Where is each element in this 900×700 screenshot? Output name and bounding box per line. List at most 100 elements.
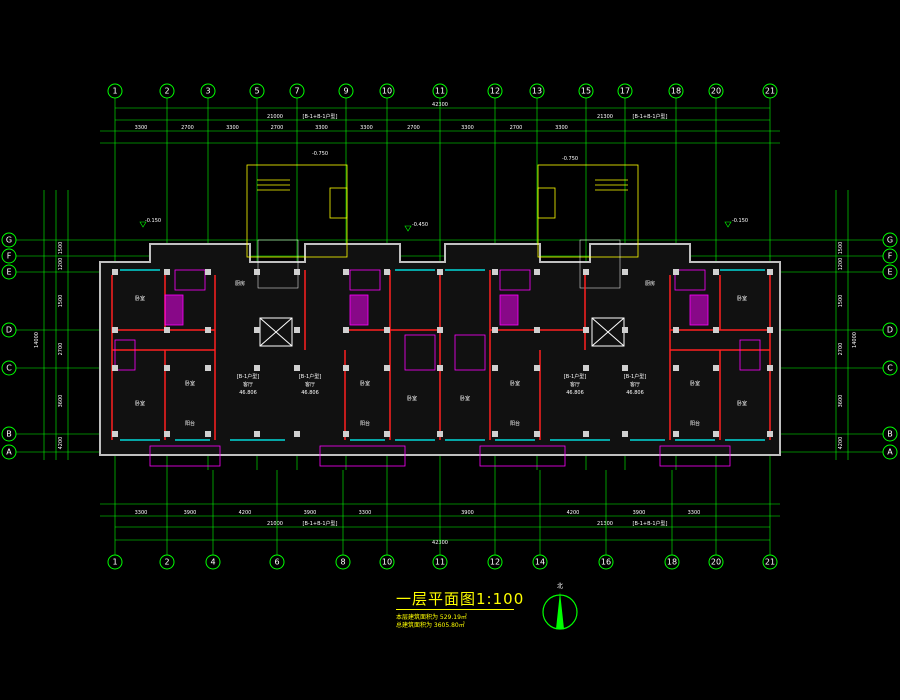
room-label-bed: 卧室 [737,400,747,407]
column [673,327,679,333]
room-label-kitchen: 厨房 [235,280,245,287]
column [294,269,300,275]
column [713,327,719,333]
axis-bubble-top-3-label: 3 [205,87,210,96]
stair-flights [257,239,621,289]
room-label-living: 客厅 [305,381,315,388]
column [343,431,349,437]
room-label-living: 客厅 [243,381,253,388]
column [583,431,589,437]
axis-bubble-top-2-circle [159,83,175,99]
column [164,269,170,275]
column [112,365,118,371]
axis-bubble-bottom-11-circle [432,554,448,570]
column [622,269,628,275]
axis-bubble-top-13-label: 13 [532,87,542,96]
axis-bubble-bottom-4-circle [205,554,221,570]
dimension-label: 3300 [135,125,148,131]
interior-walls [111,270,771,440]
column [205,269,211,275]
drawing-title: 一层平面图 [396,590,477,608]
room-label-living: 客厅 [570,381,580,388]
unit-area: 46.806 [301,390,319,396]
axis-bubble-bottom-21-label: 21 [765,558,775,567]
dimension-label: 4200 [239,510,252,516]
dimension-label: 3300 [688,510,701,516]
unit-label-bottom-left: [B-1+B-1户型] [303,520,338,527]
column [767,365,773,371]
side-dimension-label: 1200 [58,258,64,271]
room-label-bed: 卧室 [737,295,747,302]
column [294,365,300,371]
column [622,365,628,371]
axis-bubble-bottom-6-circle [269,554,285,570]
axis-bubble-left-E-circle [1,264,17,280]
room-label-bed: 卧室 [690,380,700,387]
axis-bubble-top-17-label: 17 [620,87,630,96]
axis-bubble-top-21-label: 21 [765,87,775,96]
room-labels: 卧室 卧室 卧室 厨房 [B-1户型] 客厅 46.806 [B-1户型] 客厅… [135,280,747,427]
column [492,269,498,275]
column [437,365,443,371]
axis-bubble-left-D-circle [1,322,17,338]
unit-area: 46.806 [239,390,257,396]
axis-bubble-right-C-label: C [887,364,893,373]
column [583,365,589,371]
room-label-bed: 卧室 [360,380,370,387]
structural-columns [112,269,773,437]
side-dimension-label: 2700 [58,343,64,356]
column [437,269,443,275]
column [254,269,260,275]
axis-bubble-right-C-circle [882,360,898,376]
elevation-label: -0.150 [145,218,161,224]
dimension-label: 2700 [271,125,284,131]
axis-bubble-top-10-circle [379,83,395,99]
room-label-bed: 卧室 [185,380,195,387]
axis-bubble-top-17-circle [617,83,633,99]
drawing-title-row: 一层平面图1:100 [396,588,524,609]
axis-bubble-bottom-6-label: 6 [274,558,279,567]
axis-bubble-bottom-16-label: 16 [601,558,611,567]
column [294,327,300,333]
column [492,365,498,371]
column [673,431,679,437]
dimension-label: 3300 [315,125,328,131]
axis-bubble-bottom-14-circle [532,554,548,570]
area-note-2: 总建筑面积为 3605.80㎡ [396,622,465,629]
column [205,431,211,437]
room-label-bed: 卧室 [135,295,145,302]
side-dimension-label: 4200 [838,437,844,450]
axis-bubble-bottom-12-label: 12 [490,558,500,567]
axis-bubble-bottom-20-label: 20 [711,558,721,567]
stair-block-right [537,164,639,258]
room-label-kitchen: 厨房 [645,280,655,287]
elevation-label: -0.150 [732,218,748,224]
elevation-label: -0.750 [312,151,328,157]
axis-bubble-top-5-circle [249,83,265,99]
column [534,269,540,275]
side-total-right: 14000 [852,332,858,348]
column [112,431,118,437]
dimension-label: 3300 [360,125,373,131]
axis-bubble-top-21-circle [762,83,778,99]
elevation-label: -0.750 [562,156,578,162]
axis-bubble-top-12-label: 12 [490,87,500,96]
axis-bubble-top-9-circle [338,83,354,99]
column [112,269,118,275]
axis-bubble-left-B-label: B [6,430,12,439]
axis-bubble-bottom-1-label: 1 [112,558,117,567]
axis-bubble-left-D-label: D [6,326,12,335]
axis-bubble-bottom-21-circle [762,554,778,570]
column [622,431,628,437]
column [437,431,443,437]
axis-bubble-top-18-circle [668,83,684,99]
column [673,365,679,371]
column [343,365,349,371]
axis-bubble-top-20-circle [708,83,724,99]
room-label-balcony: 阳台 [360,420,370,427]
axis-bubble-left-C-label: C [6,364,12,373]
column [384,327,390,333]
axis-bubble-right-F-circle [882,248,898,264]
column [713,365,719,371]
